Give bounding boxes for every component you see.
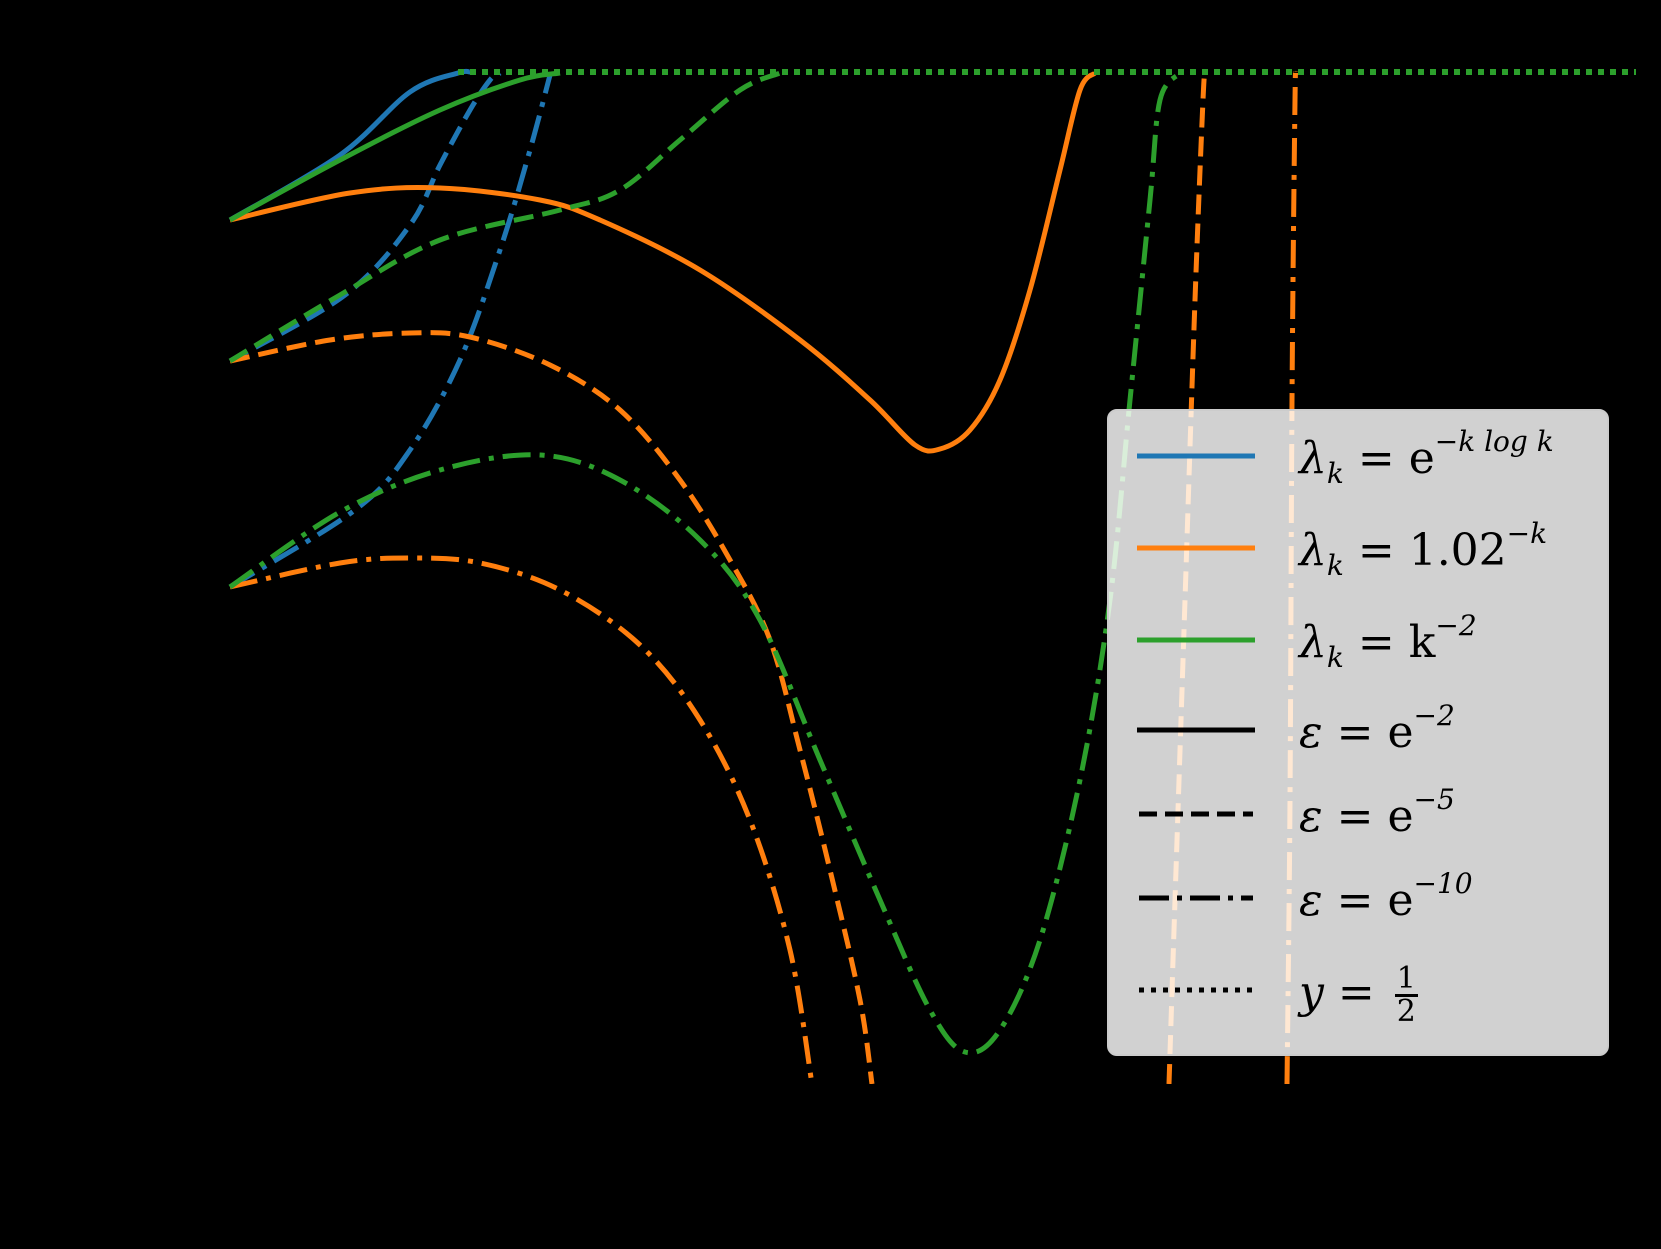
series-line-5	[229, 555, 815, 1084]
legend-swatch-black-dotted	[1139, 987, 1253, 993]
legend-entry-exp-klogk: λk = e−k log k	[1129, 425, 1599, 490]
legend-swatch-black-dashed	[1139, 811, 1253, 817]
series-line-8	[228, 71, 1183, 1056]
legend-label: λk = 1.02−k	[1299, 517, 1548, 582]
series-line-6	[228, 70, 561, 223]
legend-swatch-black-dashdot	[1139, 895, 1253, 901]
legend-label: λk = k−2	[1299, 609, 1477, 674]
legend-swatch-blue-solid	[1137, 453, 1255, 459]
legend-entry-geometric: λk = 1.02−k	[1129, 517, 1599, 582]
legend-label: ε = e−10	[1299, 867, 1473, 927]
legend-label: ε = e−2	[1299, 699, 1455, 759]
legend-entry-power: λk = k−2	[1129, 609, 1599, 674]
legend-swatch-orange-solid	[1137, 545, 1255, 551]
series-line-2	[228, 74, 553, 590]
legend: λk = e−k log k λk = 1.02−k λk = k−2 ε = …	[1107, 409, 1609, 1056]
series-line-7	[228, 70, 781, 364]
legend-swatch-green-solid	[1137, 637, 1255, 643]
series-line-1	[228, 70, 502, 364]
series-line-3	[229, 71, 1097, 454]
legend-label: ε = e−5	[1299, 783, 1455, 843]
legend-label: λk = e−k log k	[1299, 425, 1554, 490]
legend-swatch-black-solid	[1137, 727, 1255, 733]
legend-entry-eps-2: ε = e−2	[1129, 699, 1599, 763]
series-line-4	[229, 330, 875, 1084]
legend-entry-eps-10: ε = e−10	[1129, 867, 1599, 931]
legend-entry-eps-5: ε = e−5	[1129, 783, 1599, 847]
